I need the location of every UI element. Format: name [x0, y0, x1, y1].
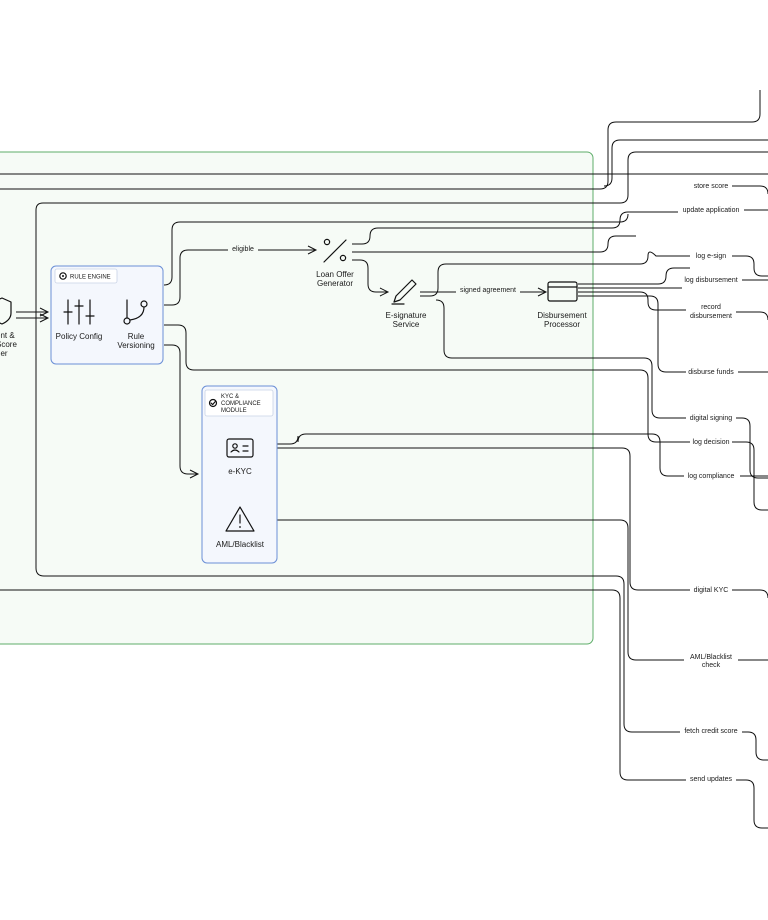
loan-offer-label-1: Loan Offer — [316, 270, 354, 279]
disbursement-node[interactable]: Disbursement Processor — [537, 281, 587, 329]
edge-label-aml-check-2: check — [702, 662, 721, 669]
edge-label-update-application: update application — [683, 207, 740, 214]
esignature-label-2: Service — [393, 320, 420, 329]
outer-group — [0, 151, 594, 645]
edge-label-send-updates: send updates — [690, 776, 733, 783]
esignature-label-1: E-signature — [386, 311, 427, 320]
aml-node[interactable]: AML/Blacklist — [216, 506, 265, 549]
edge-label-record-disbursement-2: disbursement — [690, 313, 732, 320]
edge-label-log-disbursement: log disbursement — [684, 277, 737, 284]
scoring-node[interactable]: ent & Score ner — [0, 297, 17, 358]
edge-label-digital-signing: digital signing — [690, 415, 733, 422]
pen-icon — [391, 279, 417, 305]
kyc-title-1: KYC & — [221, 394, 239, 400]
aml-label: AML/Blacklist — [216, 540, 265, 549]
edge-label-log-esign: log e-sign — [696, 253, 726, 260]
sliders-icon — [63, 299, 95, 325]
rule-versioning-node[interactable]: Rule Versioning — [117, 299, 155, 350]
gear-icon — [59, 272, 67, 280]
edge-label-log-compliance: log compliance — [688, 473, 735, 480]
policy-config-label: Policy Config — [56, 332, 103, 341]
warning-icon — [225, 506, 255, 532]
scoring-label-1: ent & — [0, 331, 15, 340]
id-card-icon — [226, 438, 254, 458]
disbursement-label-1: Disbursement — [537, 311, 587, 320]
kyc-title-3: MODULE — [221, 408, 247, 414]
edge-label-digital-kyc: digital KYC — [694, 587, 729, 594]
kyc-title-2: COMPLIANCE — [221, 401, 261, 407]
scoring-label-3: ner — [0, 349, 8, 358]
loan-offer-node[interactable]: Loan Offer Generator — [316, 238, 354, 288]
check-circle-icon — [208, 398, 218, 408]
rule-engine-title: RULE ENGINE — [70, 275, 111, 281]
edge-label-log-decision: log decision — [693, 439, 730, 446]
rule-engine-group: RULE ENGINE Policy Config Rule Versio — [50, 265, 164, 365]
disbursement-label-2: Processor — [544, 320, 580, 329]
loan-offer-label-2: Generator — [317, 279, 353, 288]
edge-labels: eligible signed agreement store score up… — [228, 180, 744, 783]
connections — [0, 90, 768, 829]
edge-label-store-score: store score — [694, 183, 729, 190]
edge-label-aml-check-1: AML/Blacklist — [690, 654, 732, 661]
percent-icon — [323, 238, 347, 263]
rule-versioning-label-2: Versioning — [117, 341, 154, 350]
rule-versioning-label-1: Rule — [128, 332, 145, 341]
edge-label-signed-agreement: signed agreement — [460, 287, 516, 294]
ekyc-label: e-KYC — [228, 467, 252, 476]
ekyc-node[interactable]: e-KYC — [226, 438, 254, 476]
edge-label-eligible: eligible — [232, 246, 254, 253]
shield-icon — [0, 297, 12, 325]
esignature-node[interactable]: E-signature Service — [386, 279, 427, 329]
kyc-group: KYC & COMPLIANCE MODULE e-KYC AML/Blackl… — [201, 385, 278, 564]
edge-label-record-disbursement-1: record — [701, 304, 721, 311]
scoring-label-2: Score — [0, 340, 17, 349]
card-icon — [547, 281, 578, 302]
policy-config-node[interactable]: Policy Config — [56, 299, 103, 341]
edge-label-disburse-funds: disburse funds — [688, 369, 734, 376]
git-branch-icon — [123, 299, 148, 325]
edge-label-fetch-credit-score: fetch credit score — [684, 728, 737, 735]
